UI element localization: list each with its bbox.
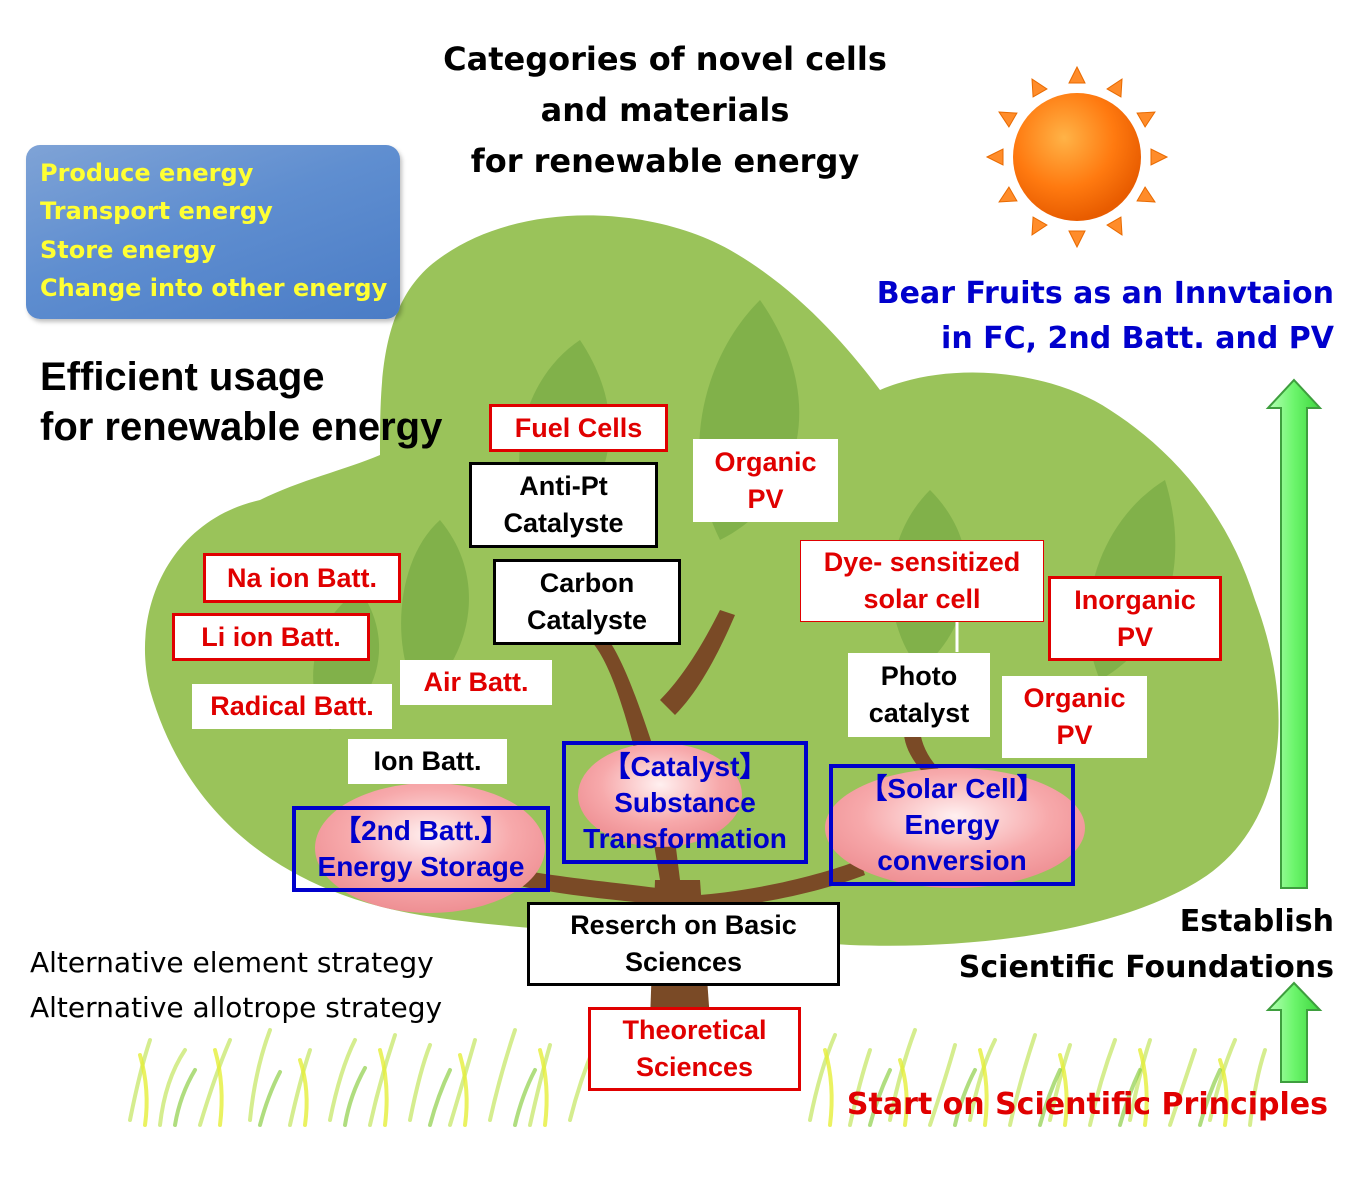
tree-branch: [700, 860, 865, 910]
text-line: Bear Fruits as an Innvtaion: [876, 276, 1334, 311]
box-label: PV: [1116, 621, 1154, 652]
box-label: Fuel Cells: [514, 412, 643, 443]
box-label: Inorganic: [1074, 584, 1196, 615]
legend-item: Transport energy: [40, 197, 273, 225]
box-label: Li ion Batt.: [201, 621, 341, 652]
heading-line: Efficient usage: [40, 355, 325, 399]
tree-branch: [515, 870, 670, 905]
box-label: solar cell: [863, 584, 981, 614]
text-line: Alternative element strategy: [30, 946, 434, 979]
box-label: Photo: [880, 661, 958, 691]
box-label: Dye- sensitized: [823, 547, 1021, 577]
air-batt-box: Air Batt.: [400, 660, 552, 705]
text-line: in FC, 2nd Batt. and PV: [941, 321, 1334, 356]
na-ion-batt-box: Na ion Batt.: [203, 553, 401, 603]
dye-sensitized-solar-cell-box: Dye- sensitized solar cell: [800, 540, 1044, 622]
box-label: Sciences: [635, 1052, 754, 1082]
page-title: Categories of novel cells and materials …: [380, 34, 950, 187]
box-label: Substance: [614, 786, 756, 818]
box-label: 【2nd Batt.】: [333, 815, 509, 846]
box-label: Catalyste: [503, 508, 624, 538]
efficient-usage-heading: Efficient usage for renewable energy: [40, 352, 442, 452]
text-line: Scientific Foundations: [958, 950, 1334, 985]
box-label: Radical Batt.: [210, 691, 374, 721]
box-label: Sciences: [624, 947, 743, 977]
storage-ellipse: [315, 783, 545, 913]
carbon-catalyst-box: Carbon Catalyste: [493, 559, 681, 645]
establish-foundations-text: Establish Scientific Foundations: [959, 899, 1334, 991]
inorganic-pv-box: Inorganic PV: [1048, 576, 1222, 661]
solar-ellipse: [825, 768, 1085, 888]
title-line: Categories of novel cells: [443, 40, 887, 78]
text-line: Establish: [1179, 904, 1334, 939]
box-label: Energy: [904, 809, 1000, 840]
strategies-text: Alternative element strategy Alternative…: [30, 940, 442, 1030]
box-label: Energy Storage: [317, 851, 525, 882]
box-label: 【Solar Cell】: [859, 773, 1045, 804]
legend-item: Produce energy: [40, 159, 254, 187]
sun-icon: [985, 65, 1169, 249]
fuel-cells-box: Fuel Cells: [489, 404, 668, 452]
legend-item: Store energy: [40, 236, 217, 264]
text-line: Alternative allotrope strategy: [30, 991, 443, 1024]
radical-batt-box: Radical Batt.: [192, 684, 392, 729]
box-label: Theoretical: [622, 1015, 767, 1045]
title-line: for renewable energy: [470, 142, 860, 180]
ion-batt-box: Ion Batt.: [348, 739, 507, 784]
heading-line: for renewable energy: [40, 405, 443, 449]
second-batt-category-box: 【2nd Batt.】 Energy Storage: [292, 806, 550, 892]
box-label: Catalyste: [526, 605, 648, 635]
box-label: Carbon: [539, 568, 635, 598]
box-label: PV: [1056, 720, 1093, 750]
photo-catalyst-box: Photo catalyst: [848, 653, 990, 737]
box-label: Ion Batt.: [373, 746, 482, 776]
box-label: Organic: [1023, 683, 1126, 713]
box-label: PV: [747, 483, 784, 514]
legend-item: Change into other energy: [40, 274, 388, 302]
catalyst-ellipse: [578, 743, 742, 847]
anti-pt-catalyst-box: Anti-Pt Catalyste: [469, 462, 658, 548]
tree-branch: [660, 610, 735, 715]
catalyst-category-box: 【Catalyst】 Substance Transformation: [562, 741, 808, 864]
energy-functions-legend: Produce energy Transport energy Store en…: [26, 145, 400, 319]
box-label: Anti-Pt: [519, 471, 608, 501]
arrow-up-icon: [1265, 378, 1323, 889]
box-label: conversion: [877, 845, 1027, 876]
title-line: and materials: [540, 91, 790, 129]
box-label: 【Catalyst】: [602, 750, 768, 782]
box-label: Organic: [714, 446, 817, 477]
box-label: Transformation: [583, 822, 787, 854]
organic-pv-box: Organic PV: [693, 439, 838, 522]
organic-pv-box: Organic PV: [1002, 676, 1147, 758]
li-ion-batt-box: Li ion Batt.: [172, 613, 370, 661]
box-label: Air Batt.: [423, 667, 529, 697]
box-label: catalyst: [868, 698, 970, 728]
box-label: Reserch on Basic: [570, 910, 797, 940]
arrow-up-icon: [1265, 981, 1323, 1083]
leaf: [401, 520, 469, 700]
box-label: Na ion Batt.: [226, 562, 377, 593]
solar-cell-category-box: 【Solar Cell】 Energy conversion: [829, 764, 1075, 886]
bear-fruits-text: Bear Fruits as an Innvtaion in FC, 2nd B…: [877, 271, 1334, 361]
basic-sciences-box: Reserch on Basic Sciences: [527, 902, 840, 986]
grass-illustration: [128, 1028, 1267, 1127]
theoretical-sciences-box: Theoretical Sciences: [588, 1007, 801, 1091]
start-principles-text: Start on Scientific Principles: [846, 1087, 1328, 1122]
